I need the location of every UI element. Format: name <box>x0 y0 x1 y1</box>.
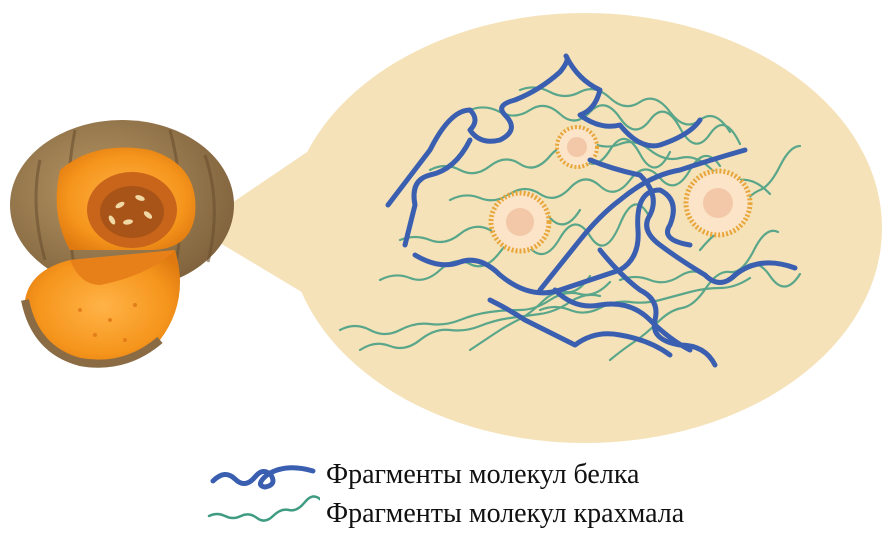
wavy-green-strand-icon <box>205 494 320 534</box>
legend-item-starch: Фрагменты молекул крахмала <box>205 494 684 534</box>
wavy-blue-strand-icon <box>205 455 320 495</box>
legend-item-protein: Фрагменты молекул белка <box>205 455 639 495</box>
pumpkin-icon <box>10 120 234 364</box>
legend-label-protein: Фрагменты молекул белка <box>326 459 639 491</box>
legend-label-starch: Фрагменты молекул крахмала <box>326 498 684 530</box>
fat-droplet-icon <box>491 193 549 251</box>
fat-droplet-icon <box>686 171 750 235</box>
